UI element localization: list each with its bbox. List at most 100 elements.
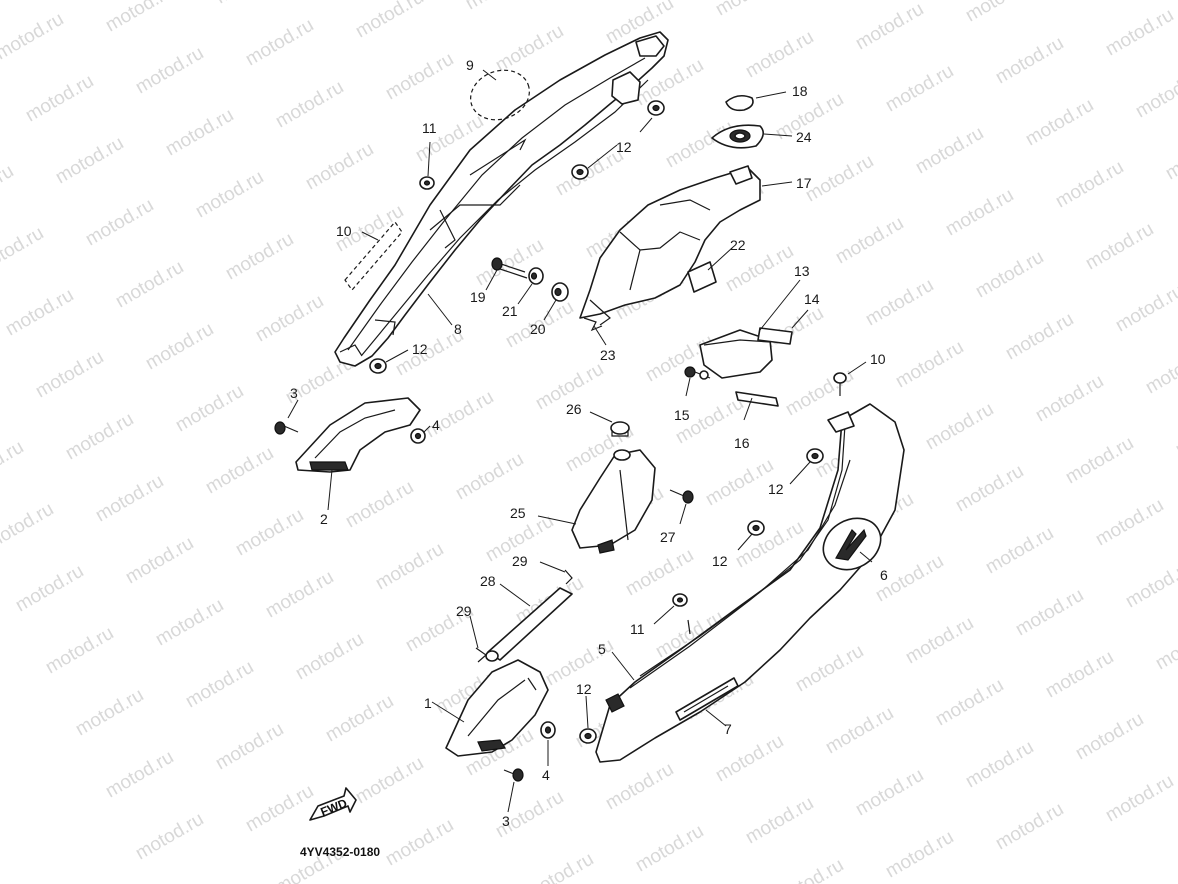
- part-29-clip-upper: [564, 569, 573, 585]
- callout-3-upper: 3: [290, 385, 298, 401]
- callout-4-lower: 4: [542, 767, 550, 783]
- watermark-text: motod.ru: [142, 319, 217, 375]
- part-7-decal: [675, 677, 739, 721]
- part-14-pad: [757, 327, 793, 345]
- part-21-collar: [528, 267, 544, 285]
- callout-17: 17: [796, 175, 812, 191]
- watermark-text: motod.ru: [922, 399, 997, 455]
- watermark-text: motod.ru: [792, 641, 867, 697]
- callout-8: 8: [454, 321, 462, 337]
- watermark-text: motod.ru: [992, 799, 1067, 855]
- callout-27: 27: [660, 529, 676, 545]
- watermark-text: motod.ru: [202, 443, 277, 499]
- watermark-text: motod.ru: [1162, 129, 1178, 185]
- leader-lines: [287, 69, 873, 813]
- part-3-bolt-lower: [503, 768, 524, 782]
- watermark-text: motod.ru: [952, 461, 1027, 517]
- part-28-hose: [485, 587, 573, 662]
- callout-20: 20: [530, 321, 546, 337]
- part-16-band: [735, 391, 779, 407]
- watermark-text: motod.ru: [942, 185, 1017, 241]
- watermark-text: motod.ru: [1062, 433, 1137, 489]
- callout-12-a: 12: [616, 139, 632, 155]
- watermark-text: motod.ru: [1002, 309, 1077, 365]
- watermark-text: motod.ru: [862, 275, 937, 331]
- part-4-nut-upper: [410, 428, 426, 444]
- part-1-cover-lower: [445, 659, 549, 757]
- watermark-text: motod.ru: [102, 0, 177, 36]
- watermark-text: motod.ru: [632, 821, 707, 877]
- watermark-text: motod.ru: [162, 105, 237, 161]
- watermark-text: motod.ru: [52, 133, 127, 189]
- part-20-grommet: [551, 282, 569, 302]
- callout-28: 28: [480, 573, 496, 589]
- watermark-text: motod.ru: [252, 291, 327, 347]
- watermark-text: motod.ru: [982, 523, 1057, 579]
- watermark-text: motod.ru: [882, 827, 957, 883]
- callout-2: 2: [320, 511, 328, 527]
- callout-3-lower: 3: [502, 813, 510, 829]
- watermark-text: motod.ru: [1052, 157, 1127, 213]
- watermark-text: motod.ru: [382, 49, 457, 105]
- watermark-text: motod.ru: [1102, 771, 1177, 827]
- callout-5: 5: [598, 641, 606, 657]
- watermark-text: motod.ru: [32, 347, 107, 403]
- watermark-text: motod.ru: [42, 623, 117, 679]
- callout-29-upper: 29: [512, 553, 528, 569]
- watermark-text: motod.ru: [422, 387, 497, 443]
- callout-13: 13: [794, 263, 810, 279]
- watermark-text: motod.ru: [12, 561, 87, 617]
- watermark-text: motod.ru: [212, 0, 287, 8]
- watermark-text: motod.ru: [352, 0, 427, 42]
- watermark-text: motod.ru: [832, 213, 907, 269]
- part-24-seal: [711, 124, 764, 149]
- watermark-text: motod.ru: [1102, 5, 1177, 61]
- watermark-text: motod.ru: [622, 545, 697, 601]
- watermark-text: motod.ru: [892, 337, 967, 393]
- watermark-text: motod.ru: [0, 223, 47, 279]
- watermark-text: motod.ru: [262, 567, 337, 623]
- watermark-text: motod.ru: [522, 849, 597, 884]
- part-18-cap: [725, 94, 754, 112]
- watermark-text: motod.ru: [132, 809, 207, 865]
- callout-16: 16: [734, 435, 750, 451]
- watermark-text: motod.ru: [1142, 343, 1178, 399]
- part-12-damper-d: [806, 448, 824, 464]
- watermark-text: motod.ru: [852, 0, 927, 54]
- callout-10-upper: 10: [336, 223, 352, 239]
- watermark-text: motod.ru: [702, 455, 777, 511]
- watermark-text: motod.ru: [1072, 709, 1147, 765]
- watermark-text: motod.ru: [192, 167, 267, 223]
- watermark-text: motod.ru: [742, 27, 817, 83]
- watermark-text: motod.ru: [932, 675, 1007, 731]
- callout-18: 18: [792, 83, 808, 99]
- fwd-direction-arrow: FWD: [309, 787, 357, 821]
- callout-11-upper: 11: [422, 120, 437, 136]
- watermark-text: motod.ru: [152, 595, 227, 651]
- part-11-grommet-lower: [672, 593, 691, 635]
- watermark-text: motod.ru: [0, 437, 27, 493]
- callout-6: 6: [880, 567, 888, 583]
- callout-22: 22: [730, 237, 746, 253]
- callout-25: 25: [510, 505, 526, 521]
- watermark-text: motod.ru: [1082, 219, 1157, 275]
- watermark-text: motod.ru: [82, 195, 157, 251]
- watermark-text: motod.ru: [602, 759, 677, 815]
- part-8-side-cover-left: [334, 31, 669, 367]
- callout-labels: 9 11 10 12 8 12 18 24 17 22 19 21 20 23 …: [290, 57, 888, 829]
- part-12-damper-e: [747, 520, 765, 536]
- callout-12-f: 12: [576, 681, 592, 697]
- callout-4-upper: 4: [432, 417, 440, 433]
- watermark-text: motod.ru: [1012, 585, 1087, 641]
- watermark-text: motod.ru: [92, 471, 167, 527]
- callout-15: 15: [674, 407, 690, 423]
- watermark-text: motod.ru: [1092, 495, 1167, 551]
- watermark-text: motod.ru: [452, 449, 527, 505]
- part-29-clip-lower: [475, 647, 487, 663]
- watermark-text: motod.ru: [712, 0, 787, 20]
- watermark-text: motod.ru: [772, 855, 847, 884]
- callout-12-d: 12: [768, 481, 784, 497]
- watermark-text: motod.ru: [132, 43, 207, 99]
